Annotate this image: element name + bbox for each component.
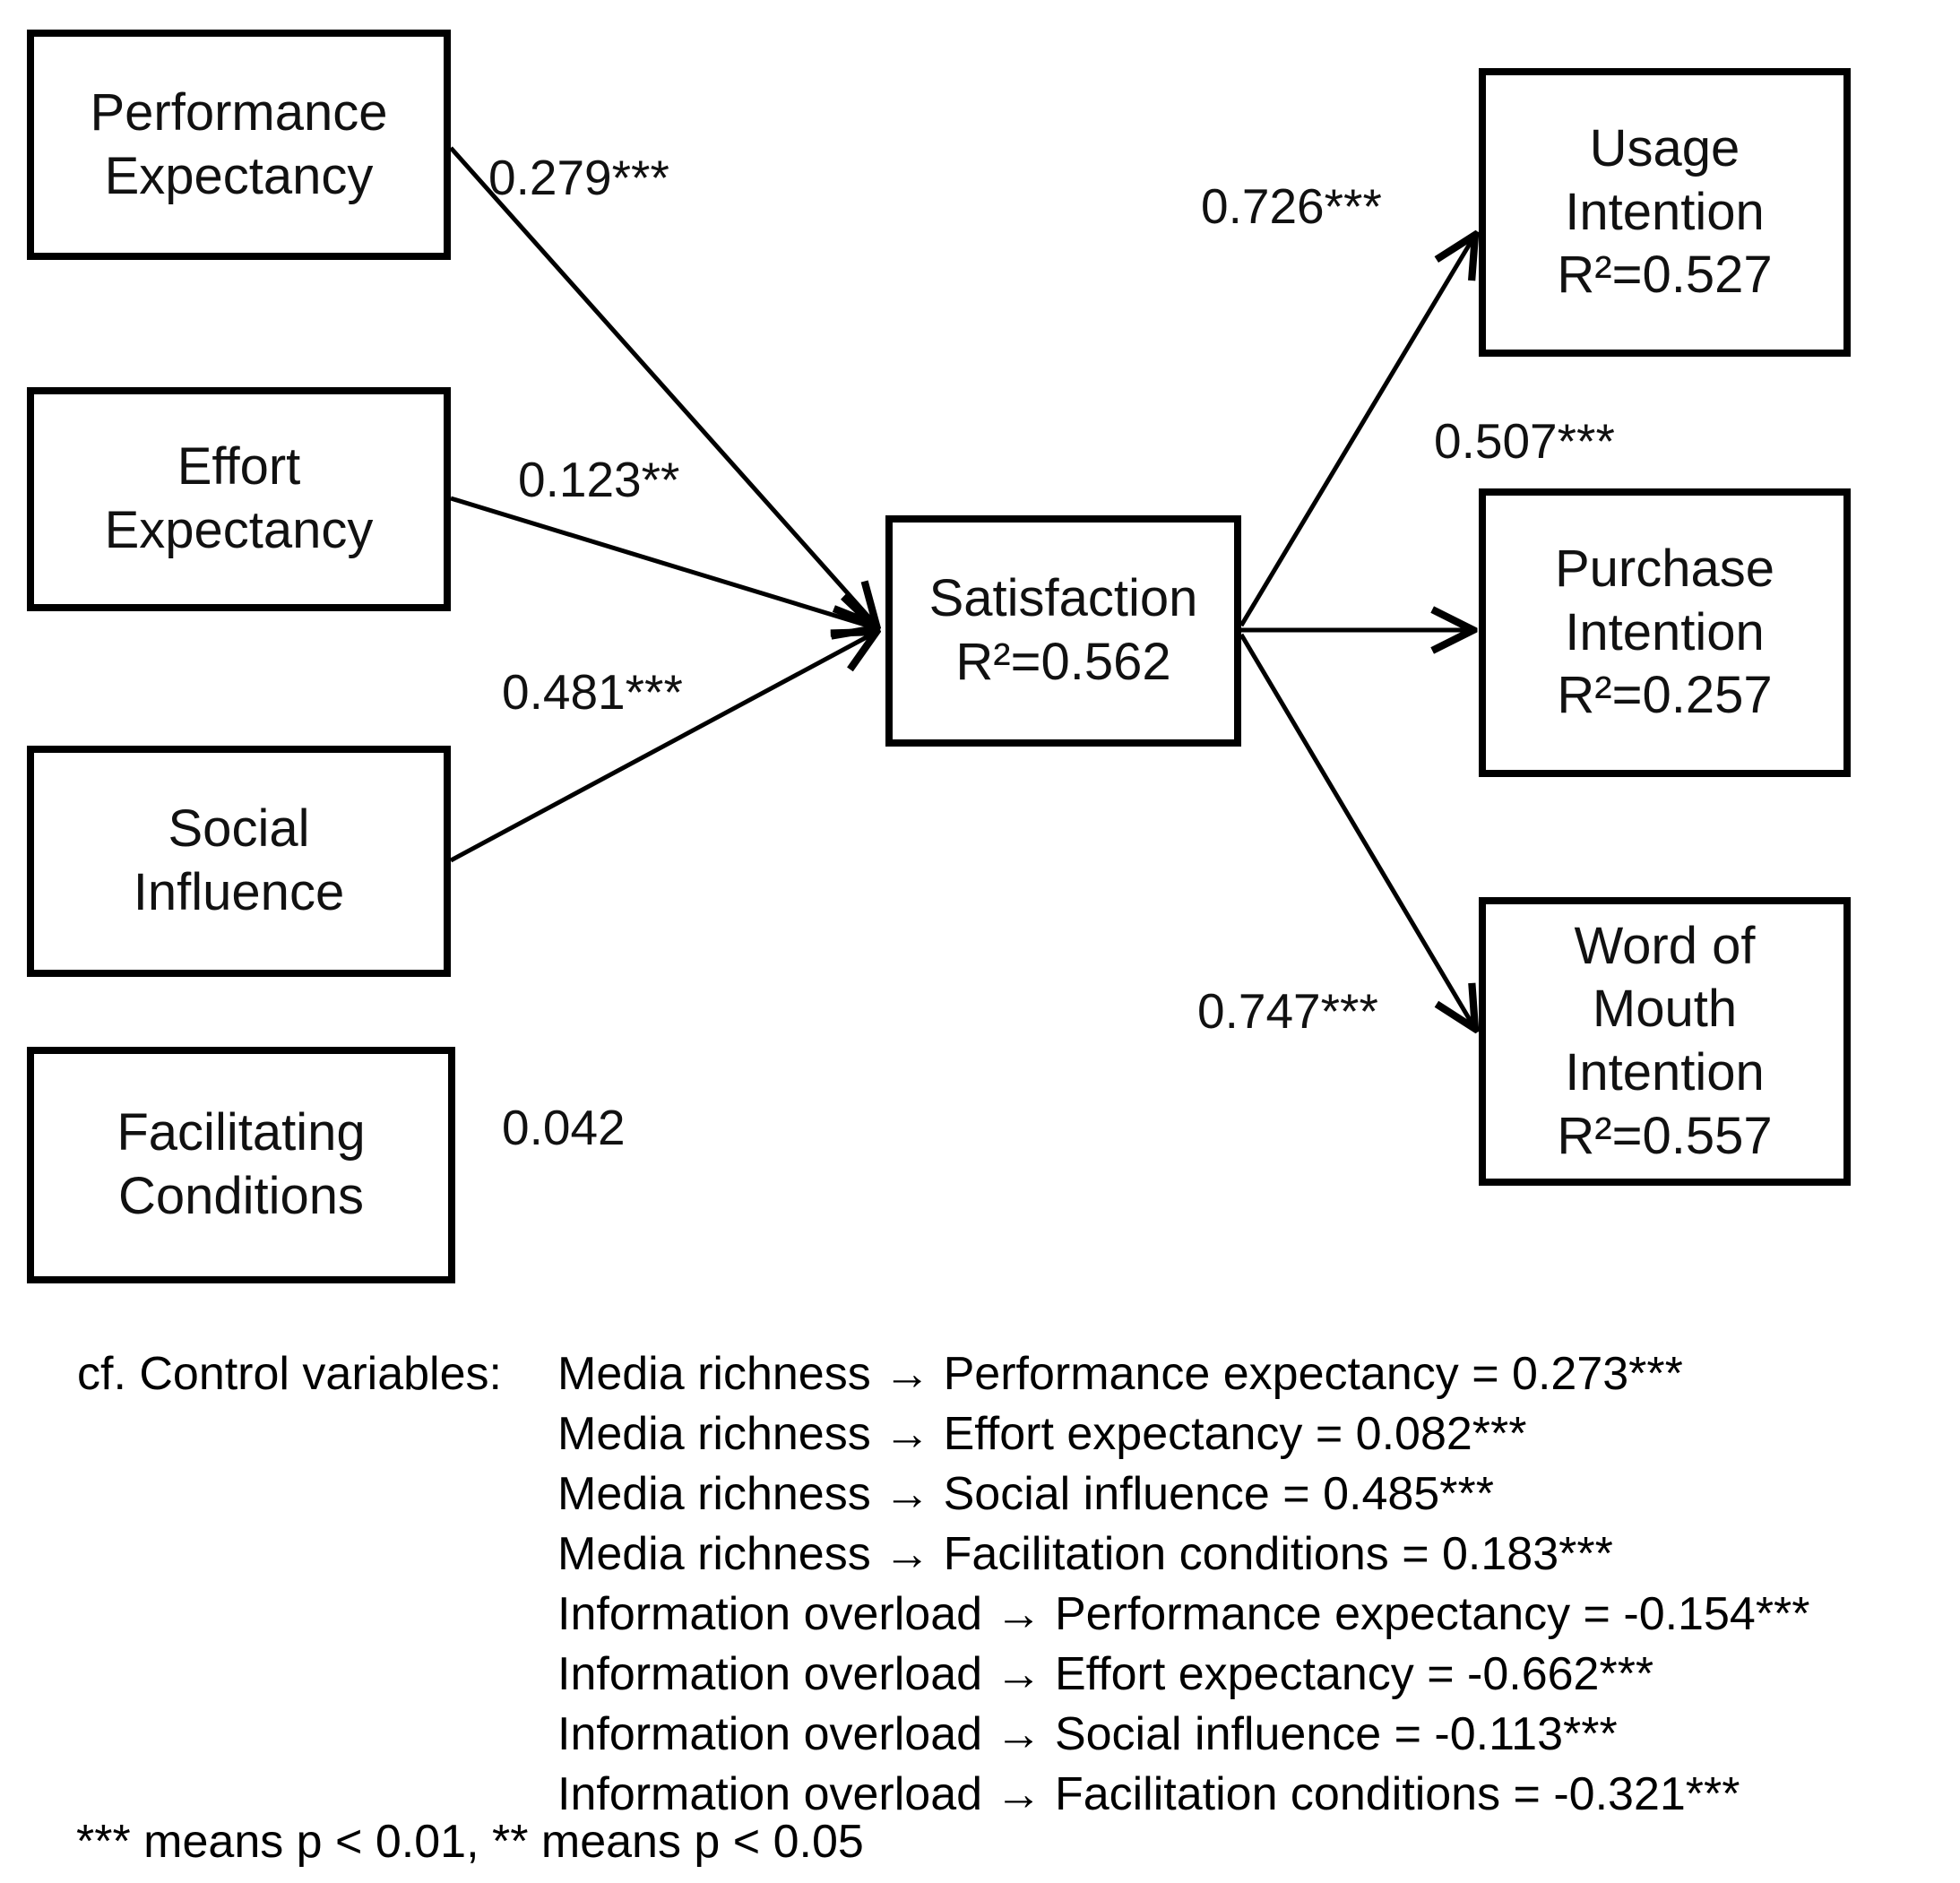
node-social-influence: Social Influence — [27, 746, 451, 977]
control-path-line: Information overload → Performance expec… — [557, 1588, 1810, 1640]
node-social-influence-label: Social Influence — [133, 799, 345, 921]
arrow-ee-to-satisfaction — [450, 496, 876, 628]
coefficient-pe-to-satisfaction: 0.279*** — [488, 150, 669, 205]
node-satisfaction: Satisfaction R²=0.562 — [885, 515, 1241, 747]
node-satisfaction-r2: R²=0.562 — [955, 633, 1171, 691]
control-path-line: Media richness → Effort expectancy = 0.0… — [557, 1408, 1527, 1460]
node-facilitating-conditions: Facilitating Conditions — [27, 1047, 455, 1283]
node-purchase-intention-r2: R²=0.257 — [1557, 666, 1773, 725]
significance-note: *** means p < 0.01, ** means p < 0.05 — [76, 1816, 864, 1868]
node-effort-expectancy-label: Effort Expectancy — [104, 437, 374, 559]
control-path-line: Information overload → Social influence … — [557, 1708, 1618, 1760]
coefficient-ee-to-satisfaction: 0.123** — [518, 452, 680, 507]
control-variables-list: Media richness → Performance expectancy … — [557, 1344, 1810, 1825]
coefficient-satisfaction-to-purchase: 0.507*** — [1434, 413, 1615, 469]
node-facilitating-conditions-label: Facilitating Conditions — [117, 1103, 366, 1225]
node-performance-expectancy: Performance Expectancy — [27, 30, 451, 260]
node-word-of-mouth-intention: Word of Mouth Intention R²=0.557 — [1479, 897, 1851, 1186]
coefficient-si-to-satisfaction: 0.481*** — [502, 664, 683, 720]
control-path-line: Media richness → Performance expectancy … — [557, 1348, 1683, 1400]
node-usage-intention-label: Usage Intention — [1565, 118, 1765, 241]
control-variables-intro: cf. Control variables: — [77, 1348, 502, 1400]
node-satisfaction-label: Satisfaction — [928, 569, 1198, 628]
coefficient-facilitating-conditions: 0.042 — [502, 1100, 626, 1155]
coefficient-satisfaction-to-usage: 0.726*** — [1201, 178, 1382, 234]
control-path-line: Information overload → Facilitation cond… — [557, 1768, 1740, 1820]
arrow-satisfaction-to-wom — [1239, 633, 1475, 1029]
control-path-line: Media richness → Facilitation conditions… — [557, 1528, 1613, 1580]
control-path-line: Information overload → Effort expectancy… — [557, 1648, 1654, 1700]
arrow-satisfaction-to-usage — [1239, 235, 1475, 627]
coefficient-satisfaction-to-wom: 0.747*** — [1197, 983, 1378, 1039]
node-purchase-intention: Purchase Intention R²=0.257 — [1479, 488, 1851, 777]
arrow-pe-to-satisfaction — [449, 146, 876, 626]
control-path-line: Media richness → Social influence = 0.48… — [557, 1468, 1494, 1520]
node-usage-intention-r2: R²=0.527 — [1557, 246, 1773, 305]
node-usage-intention: Usage Intention R²=0.527 — [1479, 68, 1851, 357]
node-performance-expectancy-label: Performance Expectancy — [90, 82, 388, 205]
node-effort-expectancy: Effort Expectancy — [27, 387, 451, 611]
node-word-of-mouth-intention-r2: R²=0.557 — [1557, 1106, 1773, 1165]
node-purchase-intention-label: Purchase Intention — [1554, 539, 1775, 661]
arrow-si-to-satisfaction — [449, 632, 876, 863]
node-word-of-mouth-intention-label: Word of Mouth Intention — [1565, 916, 1765, 1102]
